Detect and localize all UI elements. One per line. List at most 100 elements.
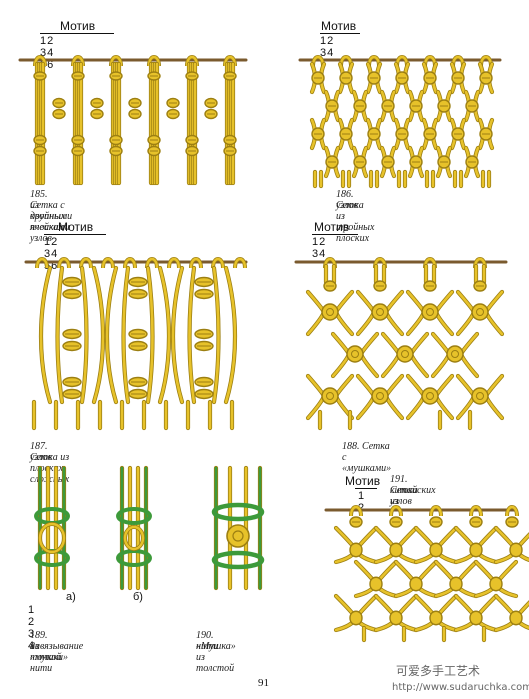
cord — [456, 374, 476, 398]
watermark-url: http://www.sudaruchka.com — [392, 682, 529, 693]
cord — [356, 374, 376, 398]
mushka-detail — [476, 308, 484, 316]
cord — [334, 374, 354, 398]
chinese-knot — [469, 542, 483, 558]
cord — [484, 310, 504, 336]
cord — [384, 394, 404, 420]
caption-line: 189. Завязывание «мушки» — [30, 630, 84, 663]
cord — [80, 266, 88, 404]
mushka-detail — [232, 530, 244, 542]
motif-bracket — [312, 234, 358, 239]
cord — [484, 394, 504, 420]
cord — [406, 394, 426, 420]
chinese-knot — [349, 610, 363, 626]
cord — [171, 266, 184, 404]
cord — [122, 266, 130, 404]
mushka-detail — [351, 350, 359, 358]
mushka-loop — [123, 525, 145, 551]
cord — [409, 352, 429, 378]
mushka-knot — [471, 303, 489, 321]
cord — [359, 352, 379, 378]
cord — [456, 290, 476, 314]
cord — [92, 266, 105, 404]
lark-head-knot — [79, 257, 93, 269]
chinese-knot — [429, 542, 443, 558]
mushka-knot — [371, 303, 389, 321]
lark-head-knot — [469, 505, 483, 517]
mushka-knot — [421, 387, 439, 405]
cord — [384, 290, 404, 314]
cord — [456, 310, 476, 336]
cord — [384, 310, 404, 336]
figure-label-b: б) — [133, 591, 143, 603]
mushka-detail — [426, 392, 434, 400]
mushka-detail — [376, 308, 384, 316]
cord — [356, 290, 376, 314]
mushka-detail — [476, 392, 484, 400]
macrame-illustration-191 — [324, 505, 529, 643]
mushka-knot — [471, 387, 489, 405]
cord — [158, 266, 171, 404]
watermark-text: 可爱多手工艺术 — [396, 664, 481, 678]
cord — [431, 332, 451, 356]
mushka-detail — [426, 308, 434, 316]
cord — [406, 290, 426, 314]
mushka-knot — [226, 524, 250, 548]
cord — [331, 352, 351, 378]
cord — [146, 266, 154, 404]
motif-bracket — [355, 488, 377, 493]
caption-line: узлов — [30, 452, 52, 463]
motif-numbers: 12 34 — [312, 236, 327, 260]
mushka-knot — [321, 387, 339, 405]
lark-head-knot — [145, 257, 159, 269]
motif-bracket — [40, 33, 114, 38]
macrame-illustration-188 — [294, 257, 508, 431]
cord — [381, 352, 401, 378]
green-wrap — [211, 550, 265, 570]
cord — [359, 332, 379, 356]
cord — [334, 310, 354, 336]
lark-head-knot — [167, 257, 181, 269]
cord — [105, 266, 118, 404]
mushka-detail — [326, 308, 334, 316]
cord-numbers: 1 2 3 4 — [28, 604, 35, 652]
mushka-knot — [321, 303, 339, 321]
motif-bracket — [320, 33, 360, 38]
chinese-knot — [409, 576, 423, 592]
lark-head-knot — [189, 257, 203, 269]
cord — [484, 374, 504, 398]
macrame-illustration-186 — [298, 55, 502, 189]
motif-bracket — [44, 234, 106, 239]
cord — [434, 374, 454, 398]
caption-line: китайских узлов — [390, 485, 436, 507]
mushka-tying-illustration — [34, 465, 152, 591]
lark-head-knot — [123, 257, 137, 269]
lark-head-knot — [211, 257, 225, 269]
cord — [406, 374, 426, 398]
cord — [306, 374, 326, 398]
caption-line: из двойных плоских узлов — [30, 200, 66, 244]
caption-line: нити — [196, 641, 219, 652]
green-wrap — [211, 502, 265, 522]
cord — [459, 332, 479, 356]
cord — [56, 266, 64, 404]
motif-numbers: 1 2 — [358, 490, 366, 514]
cord — [409, 332, 429, 356]
green-wrap — [116, 507, 152, 525]
mushka-knot — [371, 387, 389, 405]
caption-line: 188. Сетка с «мушками» — [342, 441, 392, 474]
cord — [188, 266, 196, 404]
cord — [384, 374, 404, 398]
chinese-knot — [349, 542, 363, 558]
lark-head-knot — [505, 505, 519, 517]
cord — [212, 266, 220, 404]
cord — [331, 332, 351, 356]
cord — [459, 352, 479, 378]
motif-numbers: 12 34 — [320, 35, 335, 59]
chinese-knot — [469, 610, 483, 626]
mushka-knot — [446, 345, 464, 363]
caption-line: 185. Сетка с крупными ячейками — [30, 189, 73, 233]
lark-head-knot — [429, 505, 443, 517]
chinese-knot — [509, 542, 523, 558]
cord — [484, 290, 504, 314]
